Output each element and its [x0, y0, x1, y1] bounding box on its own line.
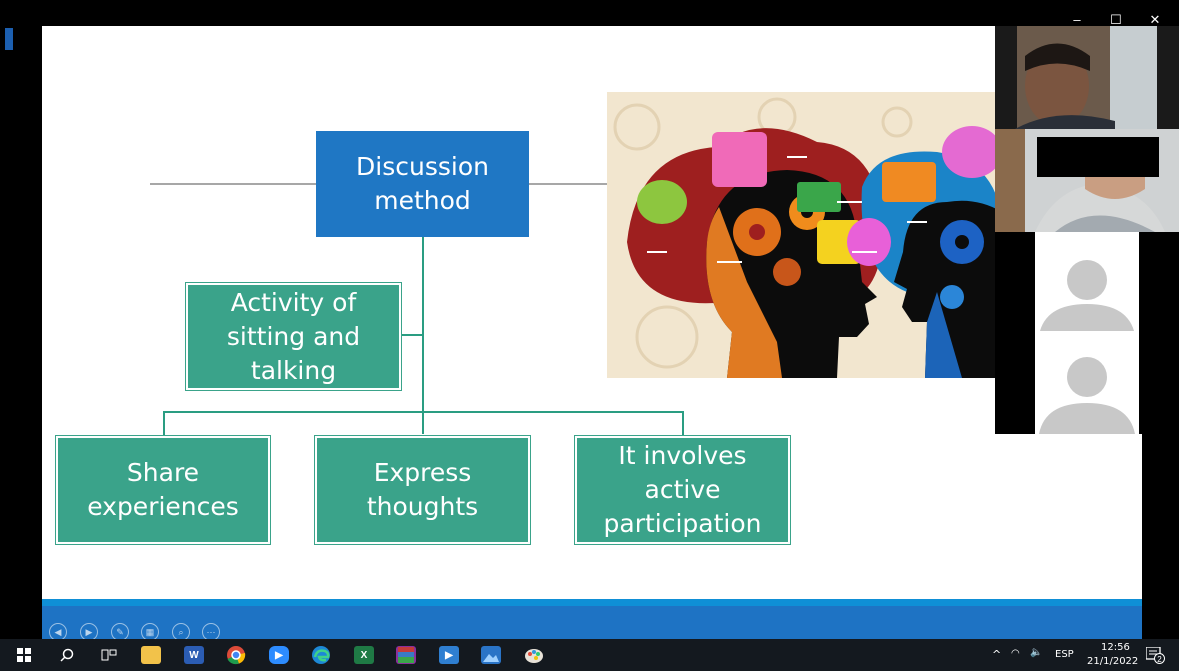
- connector-left: [150, 183, 318, 185]
- window-edge-accent: [5, 28, 13, 50]
- clock-date[interactable]: 21/1/2022: [1087, 656, 1139, 667]
- maximize-button[interactable]: ☐: [1110, 12, 1122, 27]
- close-button[interactable]: ✕: [1149, 12, 1161, 27]
- discussion-method-box: Discussion method: [316, 131, 529, 237]
- notifications-icon[interactable]: 2: [1145, 646, 1165, 664]
- slide-footer-bar: [42, 599, 1142, 639]
- connector-branch: [163, 411, 684, 413]
- language-indicator[interactable]: ESP: [1055, 649, 1074, 660]
- camera-feed-1: [995, 26, 1179, 129]
- winrar-icon[interactable]: [396, 646, 416, 664]
- connector-right: [529, 183, 619, 185]
- edge-icon[interactable]: [311, 646, 331, 664]
- search-icon[interactable]: [57, 646, 77, 664]
- zoom-icon[interactable]: ▶: [269, 646, 289, 664]
- participant-tile-3[interactable]: [995, 232, 1179, 335]
- task-view-icon[interactable]: [99, 646, 119, 664]
- excel-icon[interactable]: X: [354, 646, 374, 664]
- paint-icon[interactable]: [524, 646, 544, 664]
- brainstorm-illustration: [607, 92, 1002, 378]
- taskbar: W ▶ X ▶ ^ ◠ 🔈 ESP 12:56 21/1/2022 2: [0, 639, 1179, 671]
- video-call-panel: [995, 26, 1179, 434]
- participant-tile-1[interactable]: [995, 26, 1179, 129]
- activity-box: Activity of sitting and talking: [185, 282, 402, 391]
- connector-vertical: [422, 236, 424, 434]
- connector-branch-right: [682, 411, 684, 436]
- notifications-count: 2: [1154, 653, 1165, 664]
- wifi-icon[interactable]: ◠: [1011, 648, 1020, 659]
- avatar-placeholder-icon: [995, 232, 1179, 335]
- chrome-icon[interactable]: [226, 646, 246, 665]
- connector-side: [399, 334, 423, 336]
- active-participation-box: It involves active participation: [574, 435, 791, 545]
- volume-icon[interactable]: 🔈: [1030, 647, 1043, 658]
- express-thoughts-label: Express thoughts: [366, 458, 479, 521]
- camera-feed-2: [995, 129, 1179, 232]
- connector-branch-left: [163, 411, 165, 436]
- active-participation-label: It involves active participation: [603, 441, 762, 538]
- start-icon[interactable]: [14, 646, 34, 664]
- express-thoughts-box: Express thoughts: [314, 435, 531, 545]
- video-player-icon[interactable]: ▶: [439, 646, 459, 664]
- discussion-method-label: Discussion method: [356, 152, 489, 215]
- clock-time[interactable]: 12:56: [1101, 642, 1130, 653]
- slide-footer-accent: [42, 599, 1142, 606]
- participant-tile-4[interactable]: [995, 331, 1179, 434]
- word-icon[interactable]: W: [184, 646, 204, 664]
- file-explorer-icon[interactable]: [141, 646, 161, 664]
- photos-icon[interactable]: [481, 646, 501, 664]
- minimize-button[interactable]: –: [1073, 12, 1081, 27]
- tray-up-arrow-icon[interactable]: ^: [992, 648, 1002, 661]
- share-experiences-box: Share experiences: [55, 435, 271, 545]
- presentation-slide: Discussion method Activity of sitting an…: [42, 26, 1142, 606]
- avatar-placeholder-icon: [995, 331, 1179, 434]
- participant-tile-2[interactable]: [995, 129, 1179, 232]
- activity-label: Activity of sitting and talking: [226, 287, 361, 385]
- share-experiences-label: Share experiences: [87, 458, 239, 521]
